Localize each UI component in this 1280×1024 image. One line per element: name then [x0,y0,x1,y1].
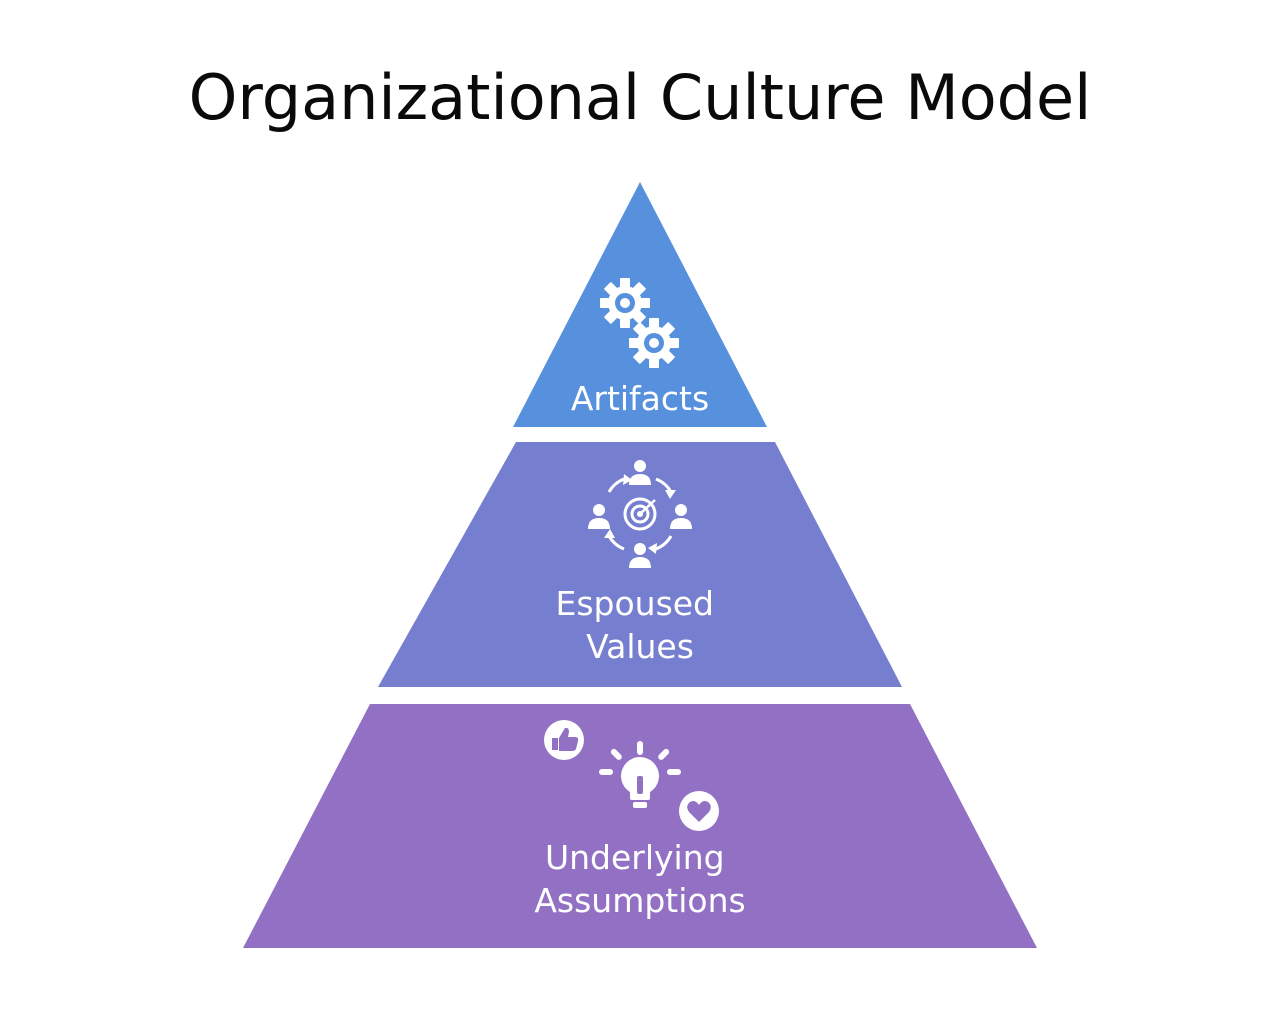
tier-artifacts-label: Artifacts [571,379,709,418]
gears-icon [600,278,679,368]
heart-icon [679,791,719,831]
tier-underlying-assumptions: Underlying Assumptions [243,704,1037,948]
page-title: Organizational Culture Model [188,61,1092,134]
team-target-cycle-icon [588,460,692,568]
tier-underlying-assumptions-shape [243,704,1037,948]
tier-underlying-assumptions-label: Underlying Assumptions [534,838,745,920]
lightbulb-icon [599,741,681,808]
tier-artifacts: Artifacts [513,182,767,427]
tier-espoused-values-label: Espoused Values [555,584,724,666]
thumbs-up-icon [544,720,584,760]
lightbulb-like-heart-icon [544,720,719,831]
tier-espoused-values: Espoused Values [378,442,902,687]
